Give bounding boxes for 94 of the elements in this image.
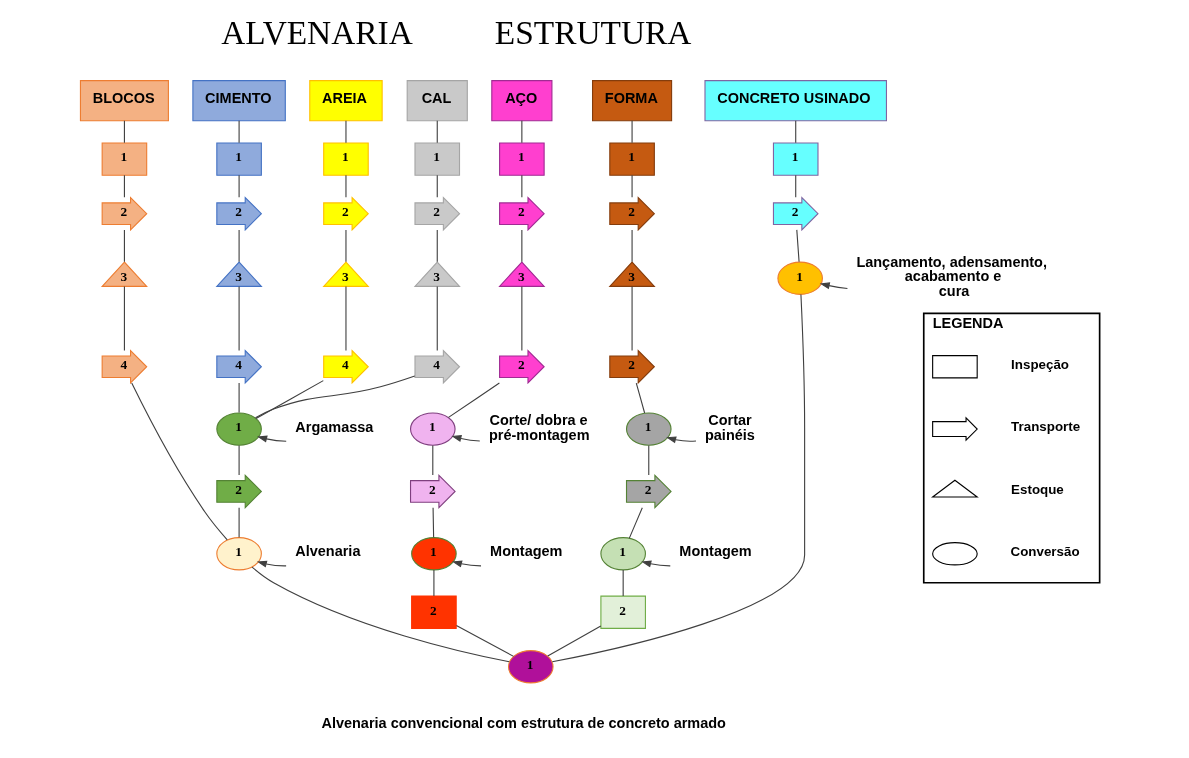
legend-label: Estoque [1011,481,1064,497]
connector [254,375,416,419]
connector [521,174,523,198]
connector [345,285,347,351]
connector [631,174,633,198]
connector [238,120,240,144]
connector [345,120,347,144]
node-box: 1 [499,142,545,176]
node-text: Corte/ dobra e pré-montagem [489,412,590,443]
connector [436,120,438,144]
node-ellipse: 1 [507,650,554,684]
node-box [932,355,978,379]
connector [622,569,624,597]
node-text: Lançamento, adensamento, acabamento e cura [856,254,1047,299]
connector [521,120,523,144]
node-arrow [932,416,978,442]
connector [631,120,633,144]
node-ellipse: 1 [777,261,823,295]
node-box: CONCRETO USINADO [704,80,887,122]
connector [432,507,435,538]
legend-label: Transporte [1011,419,1081,435]
connector [447,382,500,418]
connector [251,566,510,663]
node-ellipse [932,542,978,566]
connector [433,569,435,597]
connector [551,294,806,663]
arrow [451,435,481,442]
connector [238,285,240,351]
node-box: 1 [323,142,369,176]
node-box: 2 [411,595,457,629]
node-box: FORMA [592,80,673,122]
node-box: CIMENTO [192,80,286,122]
node-box: 1 [609,142,655,176]
connector [795,120,797,144]
connector [795,174,797,198]
connector [796,229,800,263]
legend-label: Conversão [1010,544,1080,560]
connector [631,285,633,351]
connector [436,285,438,351]
connector [131,382,228,541]
node-box: BLOCOS [79,80,169,122]
arrow [641,560,671,568]
node-ellipse: 1 [216,537,262,571]
node-box: 2 [600,595,646,629]
node-box: AREIA [309,80,383,122]
node-ellipse: 1 [600,537,646,571]
node-box: 1 [101,142,148,176]
arrow [257,435,287,443]
legend-label: Inspeção [1011,357,1069,373]
arrow [452,560,482,568]
connector [255,380,324,419]
connector [455,624,515,657]
node-box: CAL [406,80,468,122]
connector [635,382,646,414]
node-ellipse: 1 [216,412,262,446]
node-ellipse: 1 [411,537,457,571]
node-text: Alvenaria [295,543,361,560]
node-text: Cortar painéis [704,412,755,443]
node-box: 1 [772,142,819,176]
connector [123,285,125,351]
connector [238,229,240,263]
node-text: Argamassa [295,418,374,435]
node-text: Montagem [679,543,752,560]
connector [631,229,633,263]
node-box: 1 [216,142,262,176]
connector [345,174,347,198]
arrow [819,282,848,290]
connector [238,507,240,538]
connector [436,174,438,198]
connector [521,285,523,351]
connector [238,382,240,414]
connector [345,229,347,263]
node-box: 1 [414,142,461,176]
node-ellipse: 1 [409,412,456,446]
label: ESTRUTURA [494,13,692,51]
connector [123,229,125,263]
connector [123,120,125,144]
connector [123,174,125,198]
connector [648,444,650,476]
connector [238,174,240,198]
connector [432,444,434,476]
connector [238,444,240,476]
node-triangle [931,479,979,498]
connector [547,625,602,657]
node-label: Alvenaria convencional com estrutura de concreto armado [321,714,726,731]
node-text: Montagem [490,543,563,560]
arrow [666,436,697,444]
arrow [256,560,287,568]
connector [436,229,438,263]
label: ALVENARIA [221,13,413,51]
connector [628,507,643,539]
connector [521,229,523,263]
node-ellipse: 1 [625,412,672,446]
node-box: AÇO [491,80,553,122]
